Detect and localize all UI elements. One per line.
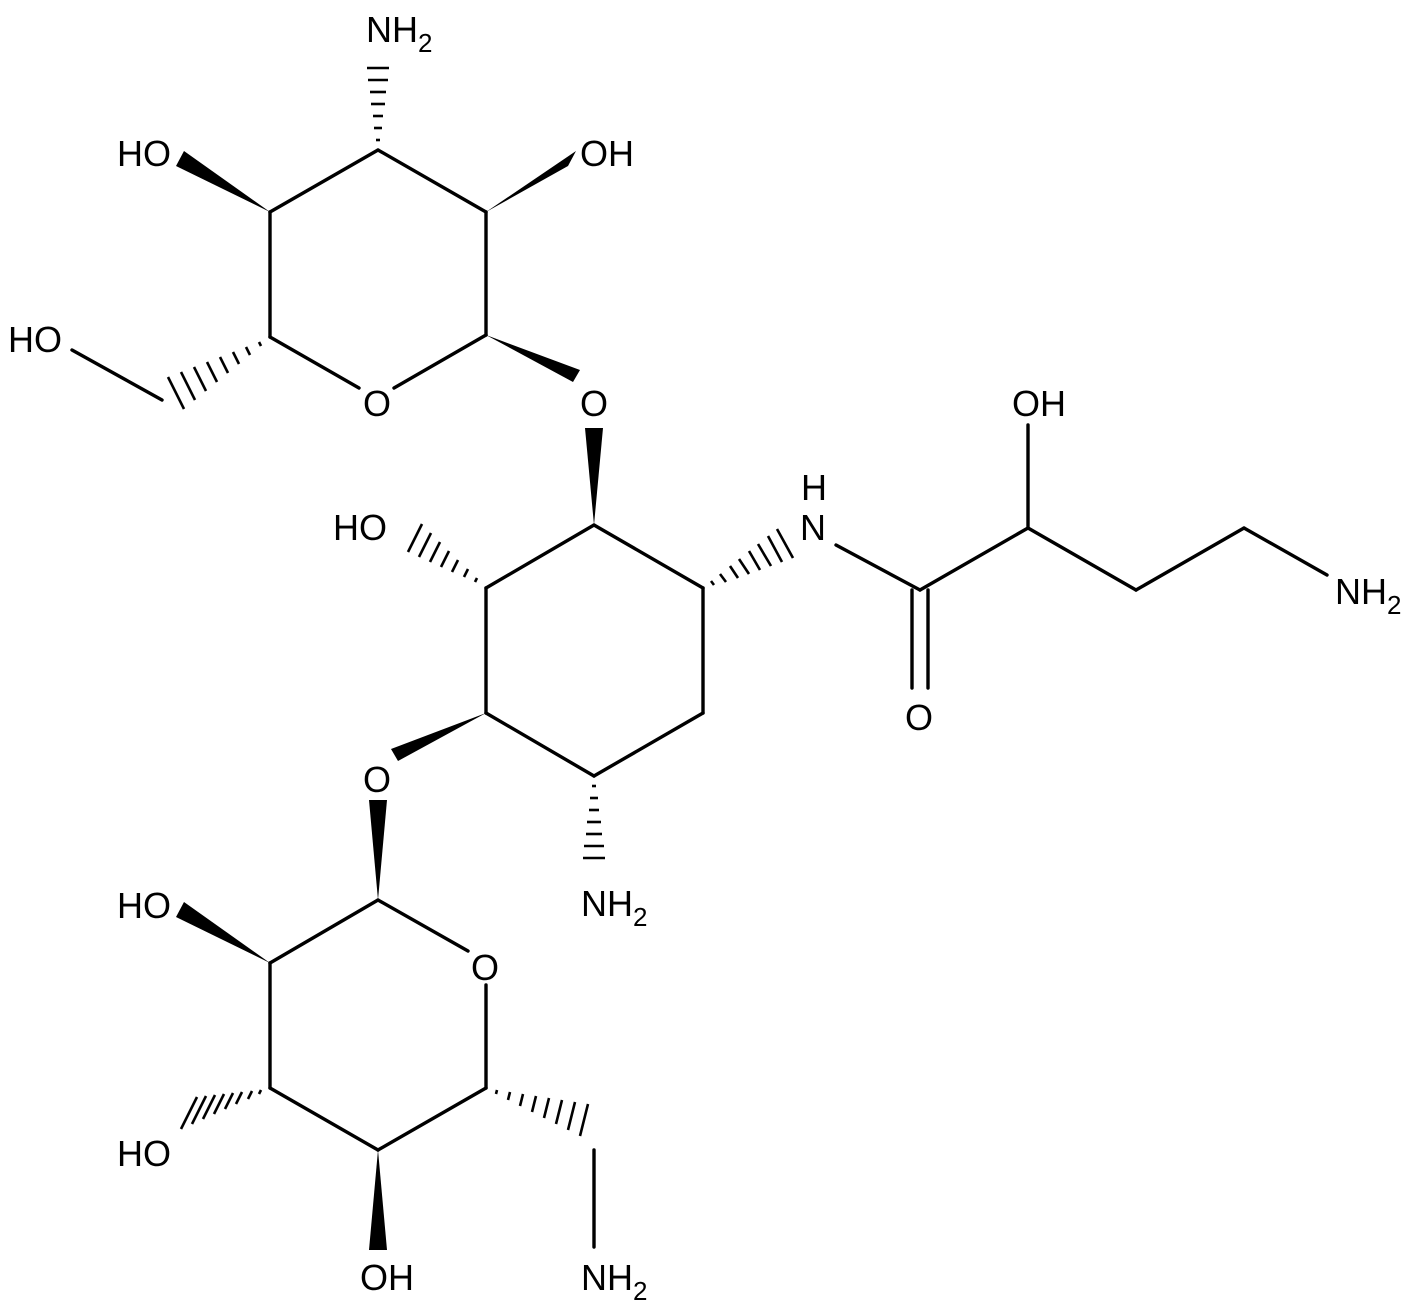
hash-bond bbox=[709, 528, 795, 586]
hydroxyl-label: HO bbox=[117, 133, 171, 174]
atom-labels: NH2 HO OH HO O O HO H N OH NH2 O O NH2 O… bbox=[8, 9, 1401, 1306]
carbonyl-oxygen-label: O bbox=[905, 697, 933, 738]
wedge-bond bbox=[369, 1150, 387, 1250]
wedge-bonds bbox=[176, 151, 603, 1250]
hash-bond bbox=[179, 1089, 263, 1130]
hash-bond bbox=[583, 784, 605, 860]
bond bbox=[268, 148, 380, 214]
hydroxyl-label: HO bbox=[333, 507, 387, 548]
hash-bonds bbox=[166, 66, 795, 1137]
glycosidic-oxygen-label: O bbox=[363, 759, 391, 800]
bond bbox=[268, 898, 380, 965]
bond bbox=[268, 335, 361, 390]
bond bbox=[918, 526, 1030, 592]
bond bbox=[70, 348, 164, 402]
hydroxyl-label: OH bbox=[580, 133, 634, 174]
amide-hydrogen-label: H bbox=[801, 467, 827, 508]
ring-oxygen-label: O bbox=[363, 383, 391, 424]
hash-bond bbox=[494, 1089, 590, 1137]
wedge-bond bbox=[176, 902, 270, 963]
bond bbox=[376, 148, 488, 214]
hydroxyl-label: OH bbox=[1012, 383, 1066, 424]
wedge-bond bbox=[486, 335, 580, 382]
bond bbox=[1242, 526, 1329, 577]
amine-label: NH2 bbox=[581, 1257, 647, 1306]
amine-label: NH2 bbox=[581, 883, 647, 932]
wedge-bond bbox=[369, 800, 387, 900]
amine-label: NH2 bbox=[366, 9, 432, 58]
bond bbox=[268, 1086, 380, 1152]
bond bbox=[392, 333, 488, 390]
wedge-bond bbox=[176, 151, 270, 212]
hydroxyl-label: HO bbox=[117, 885, 171, 926]
bond bbox=[376, 1086, 488, 1152]
bond bbox=[1134, 526, 1246, 592]
hash-bond bbox=[406, 523, 479, 583]
bonds bbox=[70, 148, 1329, 1249]
ring-oxygen-label: O bbox=[471, 947, 499, 988]
hydroxymethyl-label: HO bbox=[8, 319, 62, 360]
hash-bond bbox=[367, 66, 389, 142]
hydroxyl-label: OH bbox=[360, 1257, 414, 1298]
hash-bond bbox=[166, 341, 263, 410]
hydroxyl-label: HO bbox=[117, 1133, 171, 1174]
amine-label: NH2 bbox=[1335, 571, 1401, 620]
bond bbox=[484, 523, 596, 590]
bond bbox=[592, 523, 705, 590]
wedge-bond bbox=[486, 151, 576, 212]
bond bbox=[592, 711, 705, 778]
bond bbox=[834, 543, 922, 592]
bond bbox=[484, 711, 596, 778]
amide-nitrogen-label: N bbox=[800, 507, 826, 548]
glycosidic-oxygen-label: O bbox=[580, 383, 608, 424]
wedge-bond bbox=[391, 713, 486, 761]
wedge-bond bbox=[585, 428, 603, 525]
bond bbox=[1026, 526, 1138, 592]
bond bbox=[376, 898, 470, 953]
